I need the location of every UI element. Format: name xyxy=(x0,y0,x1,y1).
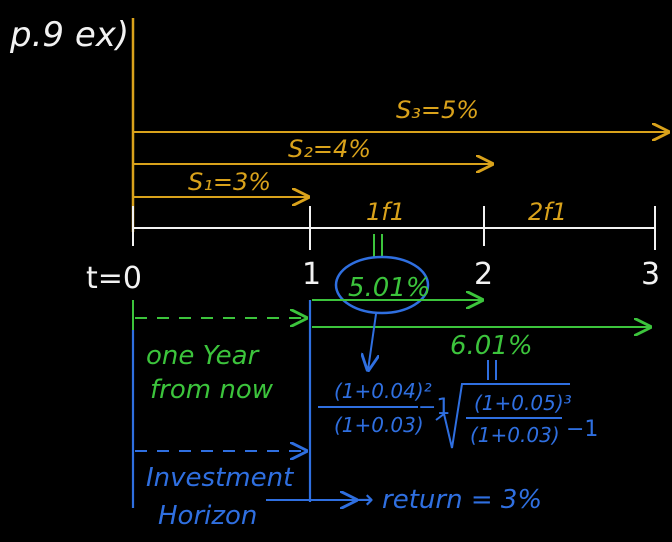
one-year-text-line2: from now xyxy=(150,375,274,405)
forward-value-1: 5.01% xyxy=(348,273,431,303)
forward-2f1-label: 2f1 xyxy=(528,198,567,226)
forward-1f1-label: 1f1 xyxy=(366,198,405,226)
formula1-numerator: (1+0.04)² xyxy=(334,379,432,403)
formula2-numerator: (1+0.05)³ xyxy=(474,391,572,415)
page-reference: p.9 ex) xyxy=(9,15,129,55)
timeline-label-t3: 3 xyxy=(641,257,660,292)
formula2-denominator: (1+0.03) xyxy=(470,423,560,447)
formula2-minus-one: −1 xyxy=(566,417,598,442)
timeline-label-t1: 1 xyxy=(302,257,321,292)
timeline-label-t2: 2 xyxy=(474,257,493,292)
formula1-denominator: (1+0.03) xyxy=(334,413,424,437)
spot-rate-s2-label: S₂=4% xyxy=(288,135,371,163)
highlight-circle xyxy=(334,255,430,315)
forward-value-2: 6.01% xyxy=(450,331,533,361)
spot-rate-s3-label: S₃=5% xyxy=(396,96,479,124)
formula2-root-sign xyxy=(435,383,570,449)
return-text: → return = 3% xyxy=(352,485,542,515)
formula1-minus-one: −1 xyxy=(418,395,450,420)
one-year-text-line1: one Year xyxy=(146,341,261,371)
horizon-text-line1: Investment xyxy=(146,463,294,493)
spot-rate-s1-label: S₁=3% xyxy=(188,168,271,196)
circle-to-formula-arrow xyxy=(368,313,376,370)
timeline-label-t0: t=0 xyxy=(86,261,142,296)
horizon-text-line2: Horizon xyxy=(158,501,257,531)
